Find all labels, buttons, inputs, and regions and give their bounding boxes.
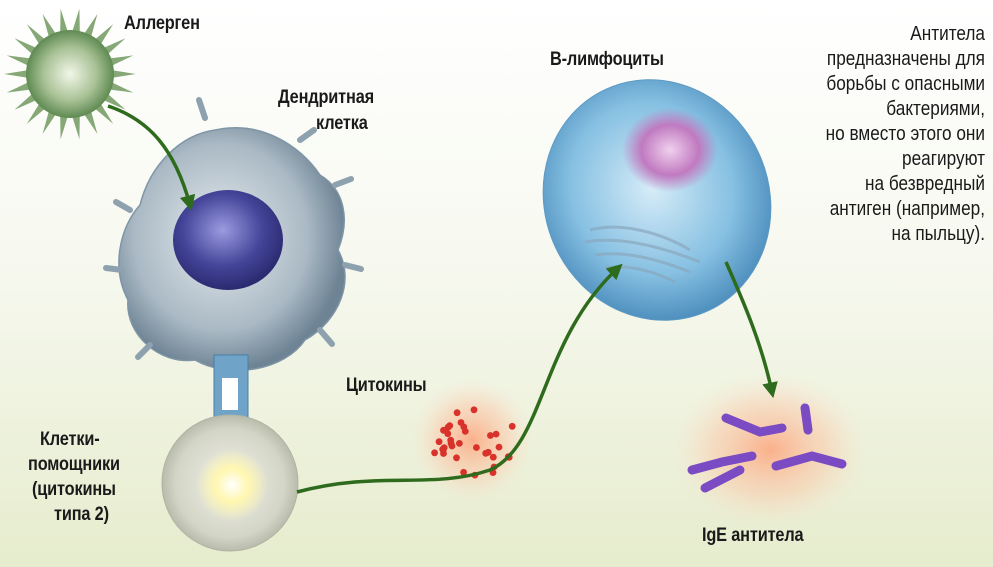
cytokine-dot <box>509 423 516 430</box>
cytokines-cluster <box>410 378 534 502</box>
cytokine-dot <box>487 432 494 439</box>
cytokine-dot <box>453 454 460 461</box>
label-helper-line1: Клетки- <box>40 428 99 452</box>
cytokine-dot <box>444 430 451 437</box>
label-ige: IgE антитела <box>702 524 803 548</box>
description-line: Антитела <box>761 22 985 47</box>
dendritic-cell-shape <box>106 100 361 370</box>
label-helper-line3: (цитокины <box>32 478 116 502</box>
description-line: бактериями, <box>761 97 985 122</box>
allergen-shape <box>4 9 136 140</box>
description-line: антиген (например, <box>761 197 985 222</box>
cytokine-dot <box>448 440 455 447</box>
cytokine-dot <box>456 440 463 447</box>
cytokine-dot <box>458 419 465 426</box>
cytokine-dot <box>431 449 438 456</box>
description-line: на пыльцу). <box>761 222 985 247</box>
description-line: реагируют <box>761 147 985 172</box>
label-cytokines: Цитокины <box>346 374 426 398</box>
description-line: на безвредный <box>761 172 985 197</box>
cytokine-dot <box>473 444 480 451</box>
label-allergen: Аллерген <box>124 12 200 36</box>
description-line: но вместо этого они <box>761 122 985 147</box>
label-dendritic-line1: Дендритная <box>278 86 374 110</box>
helper-cell-shape <box>162 415 298 551</box>
ige-antibodies <box>670 372 870 528</box>
cytokine-dot <box>482 450 489 457</box>
label-dendritic-line2: клетка <box>316 112 368 136</box>
label-b-lymphocytes: В-лимфоциты <box>550 48 664 72</box>
cytokine-dot <box>490 454 497 461</box>
cytokine-dot <box>454 409 461 416</box>
cytokine-dot <box>471 406 478 413</box>
description-text: Антитела предназначены для борьбы с опас… <box>725 22 985 247</box>
cytokine-dot <box>493 431 500 438</box>
cytokine-dot <box>496 444 503 451</box>
description-line: предназначены для <box>761 47 985 72</box>
cytokine-dot <box>446 422 453 429</box>
label-helper-line2: помощники <box>28 453 120 477</box>
description-line: борьбы с опасными <box>761 72 985 97</box>
cytokine-dot <box>441 444 448 451</box>
cytokine-dot <box>436 438 443 445</box>
label-helper-line4: типа 2) <box>54 503 109 527</box>
